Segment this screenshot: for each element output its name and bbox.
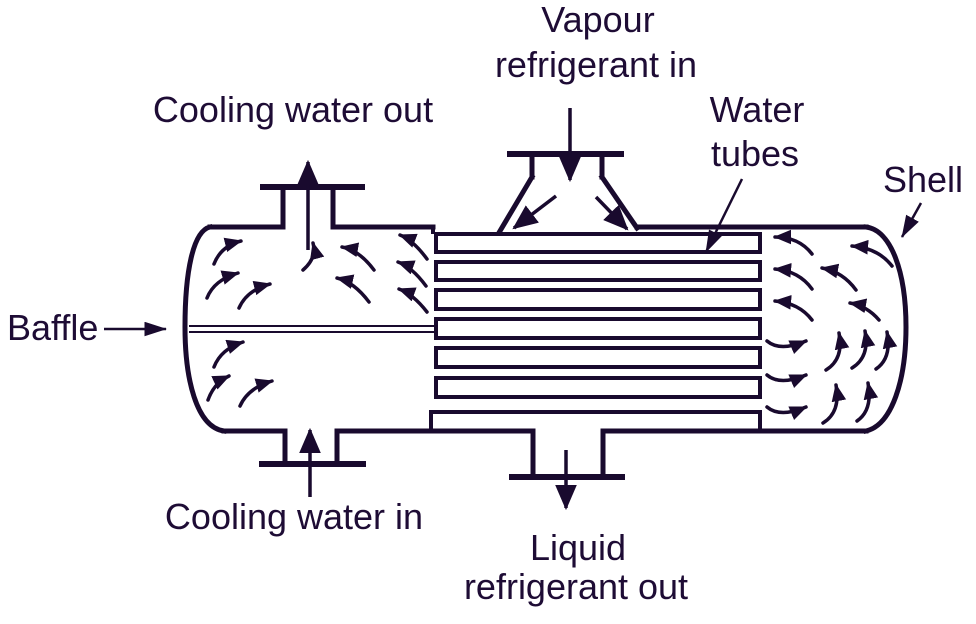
water-tubes-label-line2: tubes [711,133,799,174]
baffle-label: Baffle [7,307,98,348]
shell-right-end [862,224,909,435]
water-flow-arrows [205,229,898,425]
water-tube-2 [434,260,762,282]
shell-left-end [182,223,227,434]
vapour-in-arrow-left [512,194,558,230]
flow-right-upper [773,229,894,322]
water-tube-3 [434,288,762,311]
vessel-structure [182,151,909,480]
water-tube-4 [434,317,762,340]
vapour-in-label-line2: refrigerant in [495,44,697,85]
water-tubes-label-line1: Water [710,89,805,130]
water-tube-6 [434,376,762,399]
vapour-in-label-line1: Vapour [541,0,654,40]
baffle-plate [189,325,435,333]
label-pointers [104,178,923,337]
flow-left-lower [206,339,274,408]
liquid-out-label-line1: Liquid [530,527,626,568]
vapour-in-arrow-right [594,195,629,231]
flow-left-upper [205,233,429,314]
tube-bundle [429,227,762,431]
nozzle-flow-arrows [297,108,629,511]
vapour-in-slant-right [598,173,641,232]
water-tube-7 [429,410,762,431]
shell-pointer-arrow [900,202,923,238]
water-tube-5 [434,346,762,369]
vapour-in-slant-left [496,173,536,235]
cooling-water-in-label: Cooling water in [165,496,423,537]
water-tube-1 [434,232,762,254]
diagram-labels: Vapour refrigerant in Cooling water out … [7,0,963,607]
shell-label: Shell [883,159,963,200]
water-tubes-pointer-arrow [704,178,744,253]
liquid-out-label-line2: refrigerant out [464,566,688,607]
flow-right-lower [765,329,898,425]
cooling-water-out-label: Cooling water out [153,89,433,130]
